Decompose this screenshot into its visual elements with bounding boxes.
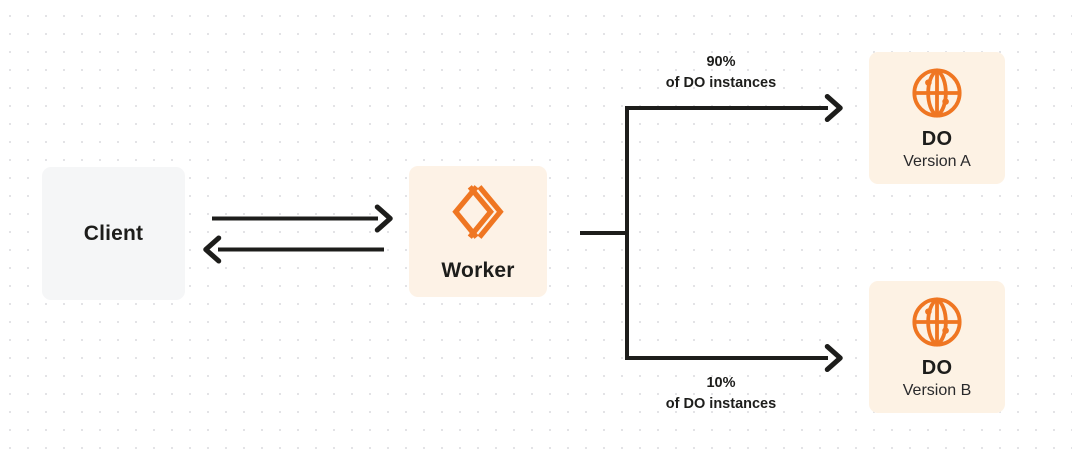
cloudflare-workers-icon: [447, 181, 509, 243]
node-do-b-sublabel: Version B: [902, 382, 972, 399]
edge-label-do-b: 10% of DO instances: [627, 373, 815, 415]
node-client[interactable]: Client: [42, 167, 185, 300]
node-do-b-label: DO: [921, 357, 953, 379]
edge-label-do-b-description: of DO instances: [665, 396, 777, 413]
edge-worker-fork: [580, 108, 629, 358]
edge-label-do-a-description: of DO instances: [665, 75, 777, 92]
node-do-a-label: DO: [921, 128, 953, 150]
node-do-a-sublabel: Version A: [903, 153, 971, 170]
node-client-label: Client: [83, 221, 144, 245]
durable-object-globe-icon: [908, 293, 966, 351]
edge-label-do-b-percent: 10%: [706, 375, 736, 391]
node-do-version-a[interactable]: DO Version A: [869, 52, 1005, 184]
node-worker[interactable]: Worker: [409, 166, 547, 297]
edge-label-do-a-percent: 90%: [706, 54, 736, 70]
node-do-version-b[interactable]: DO Version B: [869, 281, 1005, 413]
node-worker-label: Worker: [441, 258, 515, 282]
edge-label-do-a: 90% of DO instances: [627, 52, 815, 94]
durable-object-globe-icon: [908, 64, 966, 122]
